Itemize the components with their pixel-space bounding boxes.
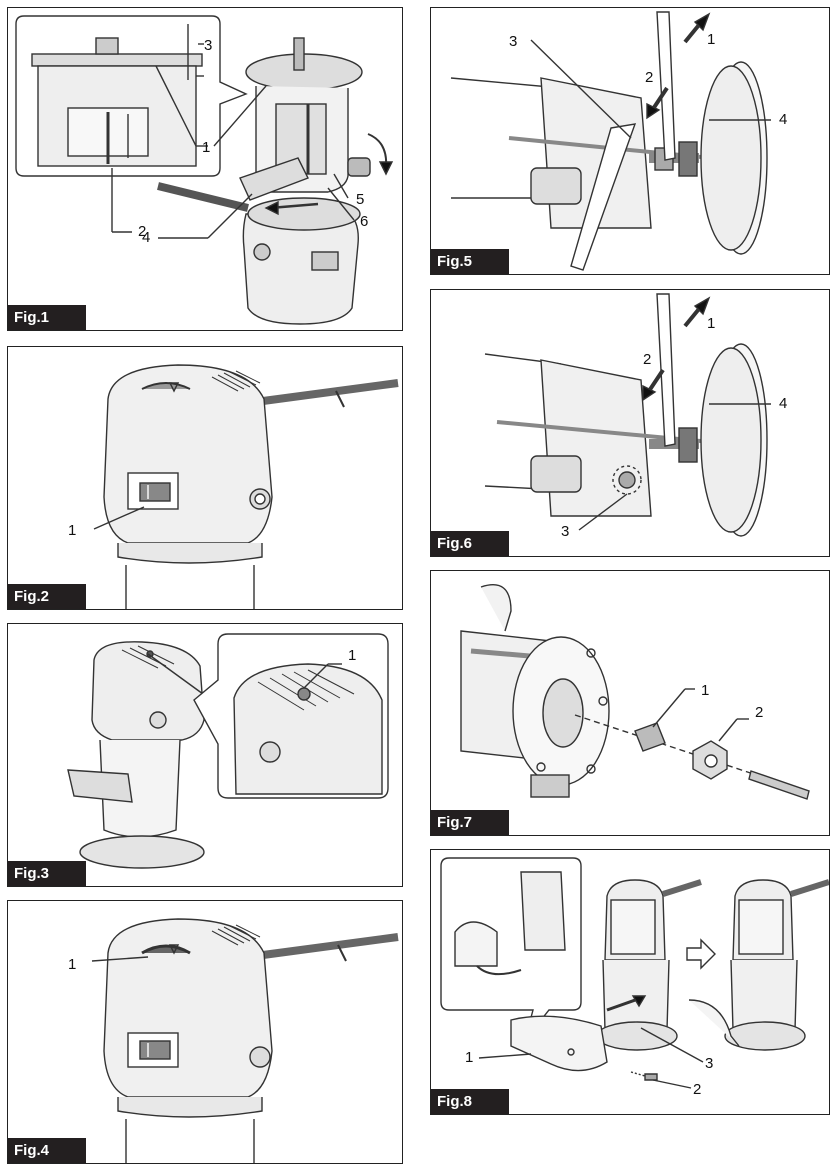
fig1-callout-6: 6 <box>360 213 369 230</box>
fig8-callout-3: 3 <box>705 1055 714 1072</box>
fig1-label: Fig.1 <box>8 305 86 330</box>
figure-1-drawing <box>15 15 394 325</box>
figure-5-drawing <box>450 11 771 271</box>
fig5-callout-1: 1 <box>707 31 716 48</box>
fig5-callout-4: 4 <box>779 111 788 128</box>
fig2-label: Fig.2 <box>8 584 86 609</box>
figure-4-drawing <box>91 918 399 1163</box>
fig8-callout-1: 1 <box>465 1049 474 1066</box>
figure-3: 1 Fig.3 <box>7 623 403 887</box>
fig6-callout-2: 2 <box>643 351 652 368</box>
figure-5: 3 1 2 4 Fig.5 <box>430 7 830 275</box>
figure-3-drawing <box>67 633 389 869</box>
fig5-label: Fig.5 <box>431 249 509 274</box>
fig6-callout-1: 1 <box>707 315 716 332</box>
fig5-callout-3: 3 <box>509 33 518 50</box>
fig7-callout-1: 1 <box>701 682 710 699</box>
fig1-callout-3: 3 <box>204 37 213 54</box>
fig3-callout-1: 1 <box>348 647 357 664</box>
figure-8: 1 3 2 Fig.8 <box>430 849 830 1115</box>
fig7-callout-2: 2 <box>755 704 764 721</box>
fig1-callout-2: 2 <box>138 223 147 240</box>
fig2-callout-1: 1 <box>68 522 77 539</box>
fig3-label: Fig.3 <box>8 861 86 886</box>
fig6-callout-4: 4 <box>779 395 788 412</box>
figure-4: 1 Fig.4 <box>7 900 403 1164</box>
fig6-label: Fig.6 <box>431 531 509 556</box>
fig4-label: Fig.4 <box>8 1138 86 1163</box>
fig1-callout-4: 4 <box>142 229 151 246</box>
fig4-callout-1: 1 <box>68 956 77 973</box>
figure-2: 1 Fig.2 <box>7 346 403 610</box>
figure-1: 3 1 2 5 6 4 Fig.1 <box>7 7 403 331</box>
figure-6-drawing <box>484 293 771 537</box>
figure-8-drawing <box>440 857 829 1089</box>
fig5-callout-2: 2 <box>645 69 654 86</box>
figure-7: 1 2 Fig.7 <box>430 570 830 836</box>
fig8-label: Fig.8 <box>431 1089 509 1114</box>
fig7-label: Fig.7 <box>431 810 509 835</box>
fig1-callout-1: 1 <box>202 139 211 156</box>
figure-7-drawing <box>460 584 812 800</box>
figure-6: 1 2 4 3 Fig.6 <box>430 289 830 557</box>
fig1-callout-5: 5 <box>356 191 365 208</box>
fig8-callout-2: 2 <box>693 1081 702 1098</box>
fig6-callout-3: 3 <box>561 523 570 540</box>
figure-2-drawing <box>93 364 399 609</box>
